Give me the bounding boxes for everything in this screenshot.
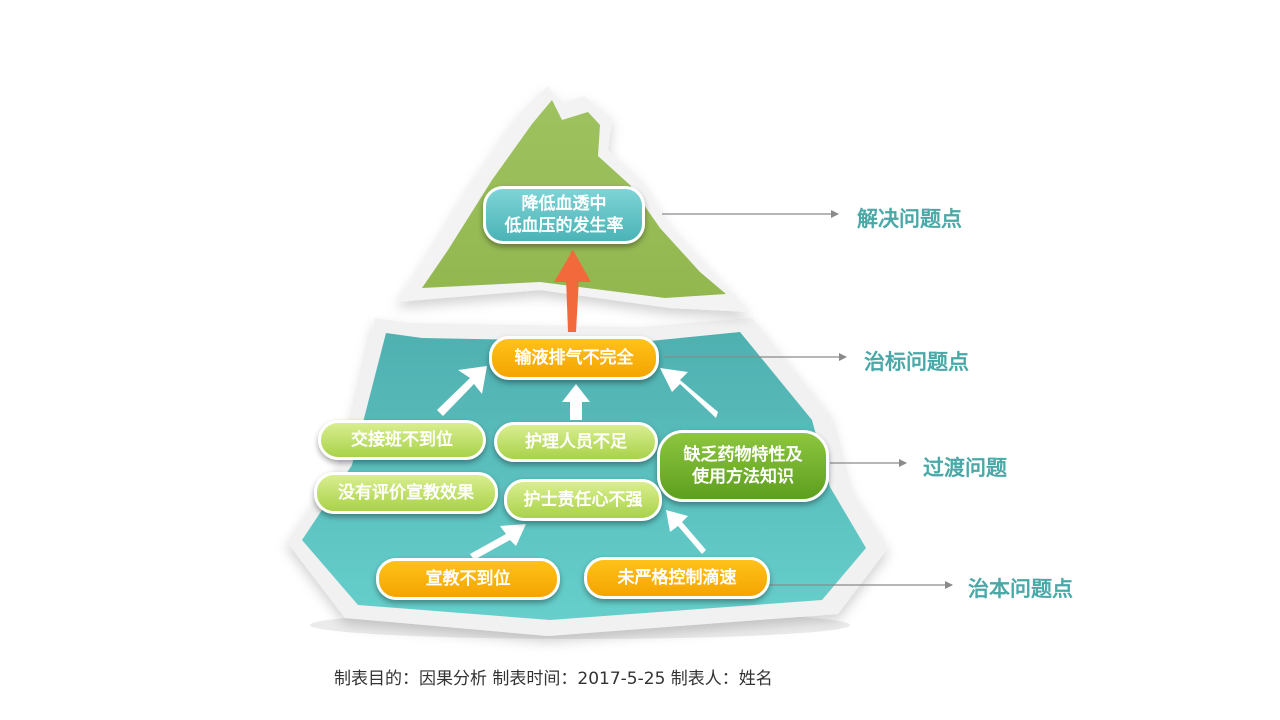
box-staff-shortage: 护理人员不足 [494, 422, 658, 462]
label-transition: 过渡问题 [923, 456, 1007, 480]
label-solve-point: 解决问题点 [857, 207, 962, 231]
box-education: 宣教不到位 [376, 558, 560, 600]
white-arrow-bottom-right [666, 510, 706, 554]
box-no-evaluation: 没有评价宣教效果 [314, 472, 498, 514]
box-nurse-responsibility: 护士责任心不强 [504, 479, 662, 521]
red-up-arrow-head [554, 250, 591, 282]
white-arrow-left [437, 366, 487, 416]
box-incomplete-venting: 输液排气不完全 [489, 336, 659, 380]
teal-section [302, 332, 866, 620]
label-symptom-point: 治标问题点 [864, 350, 969, 374]
box-drug-knowledge: 缺乏药物特性及 使用方法知识 [657, 430, 829, 502]
white-arrow-bottom-left [470, 524, 526, 560]
box-drip-speed: 未严格控制滴速 [584, 557, 770, 599]
white-arrow-right [660, 368, 718, 418]
goal-box: 降低血透中 低血压的发生率 [483, 186, 645, 244]
white-arrow-middle [562, 384, 590, 420]
label-root-point: 治本问题点 [968, 577, 1073, 601]
footer-note: 制表目的：因果分析 制表时间：2017-5-25 制表人：姓名 [334, 669, 773, 689]
box-handover: 交接班不到位 [318, 420, 486, 460]
